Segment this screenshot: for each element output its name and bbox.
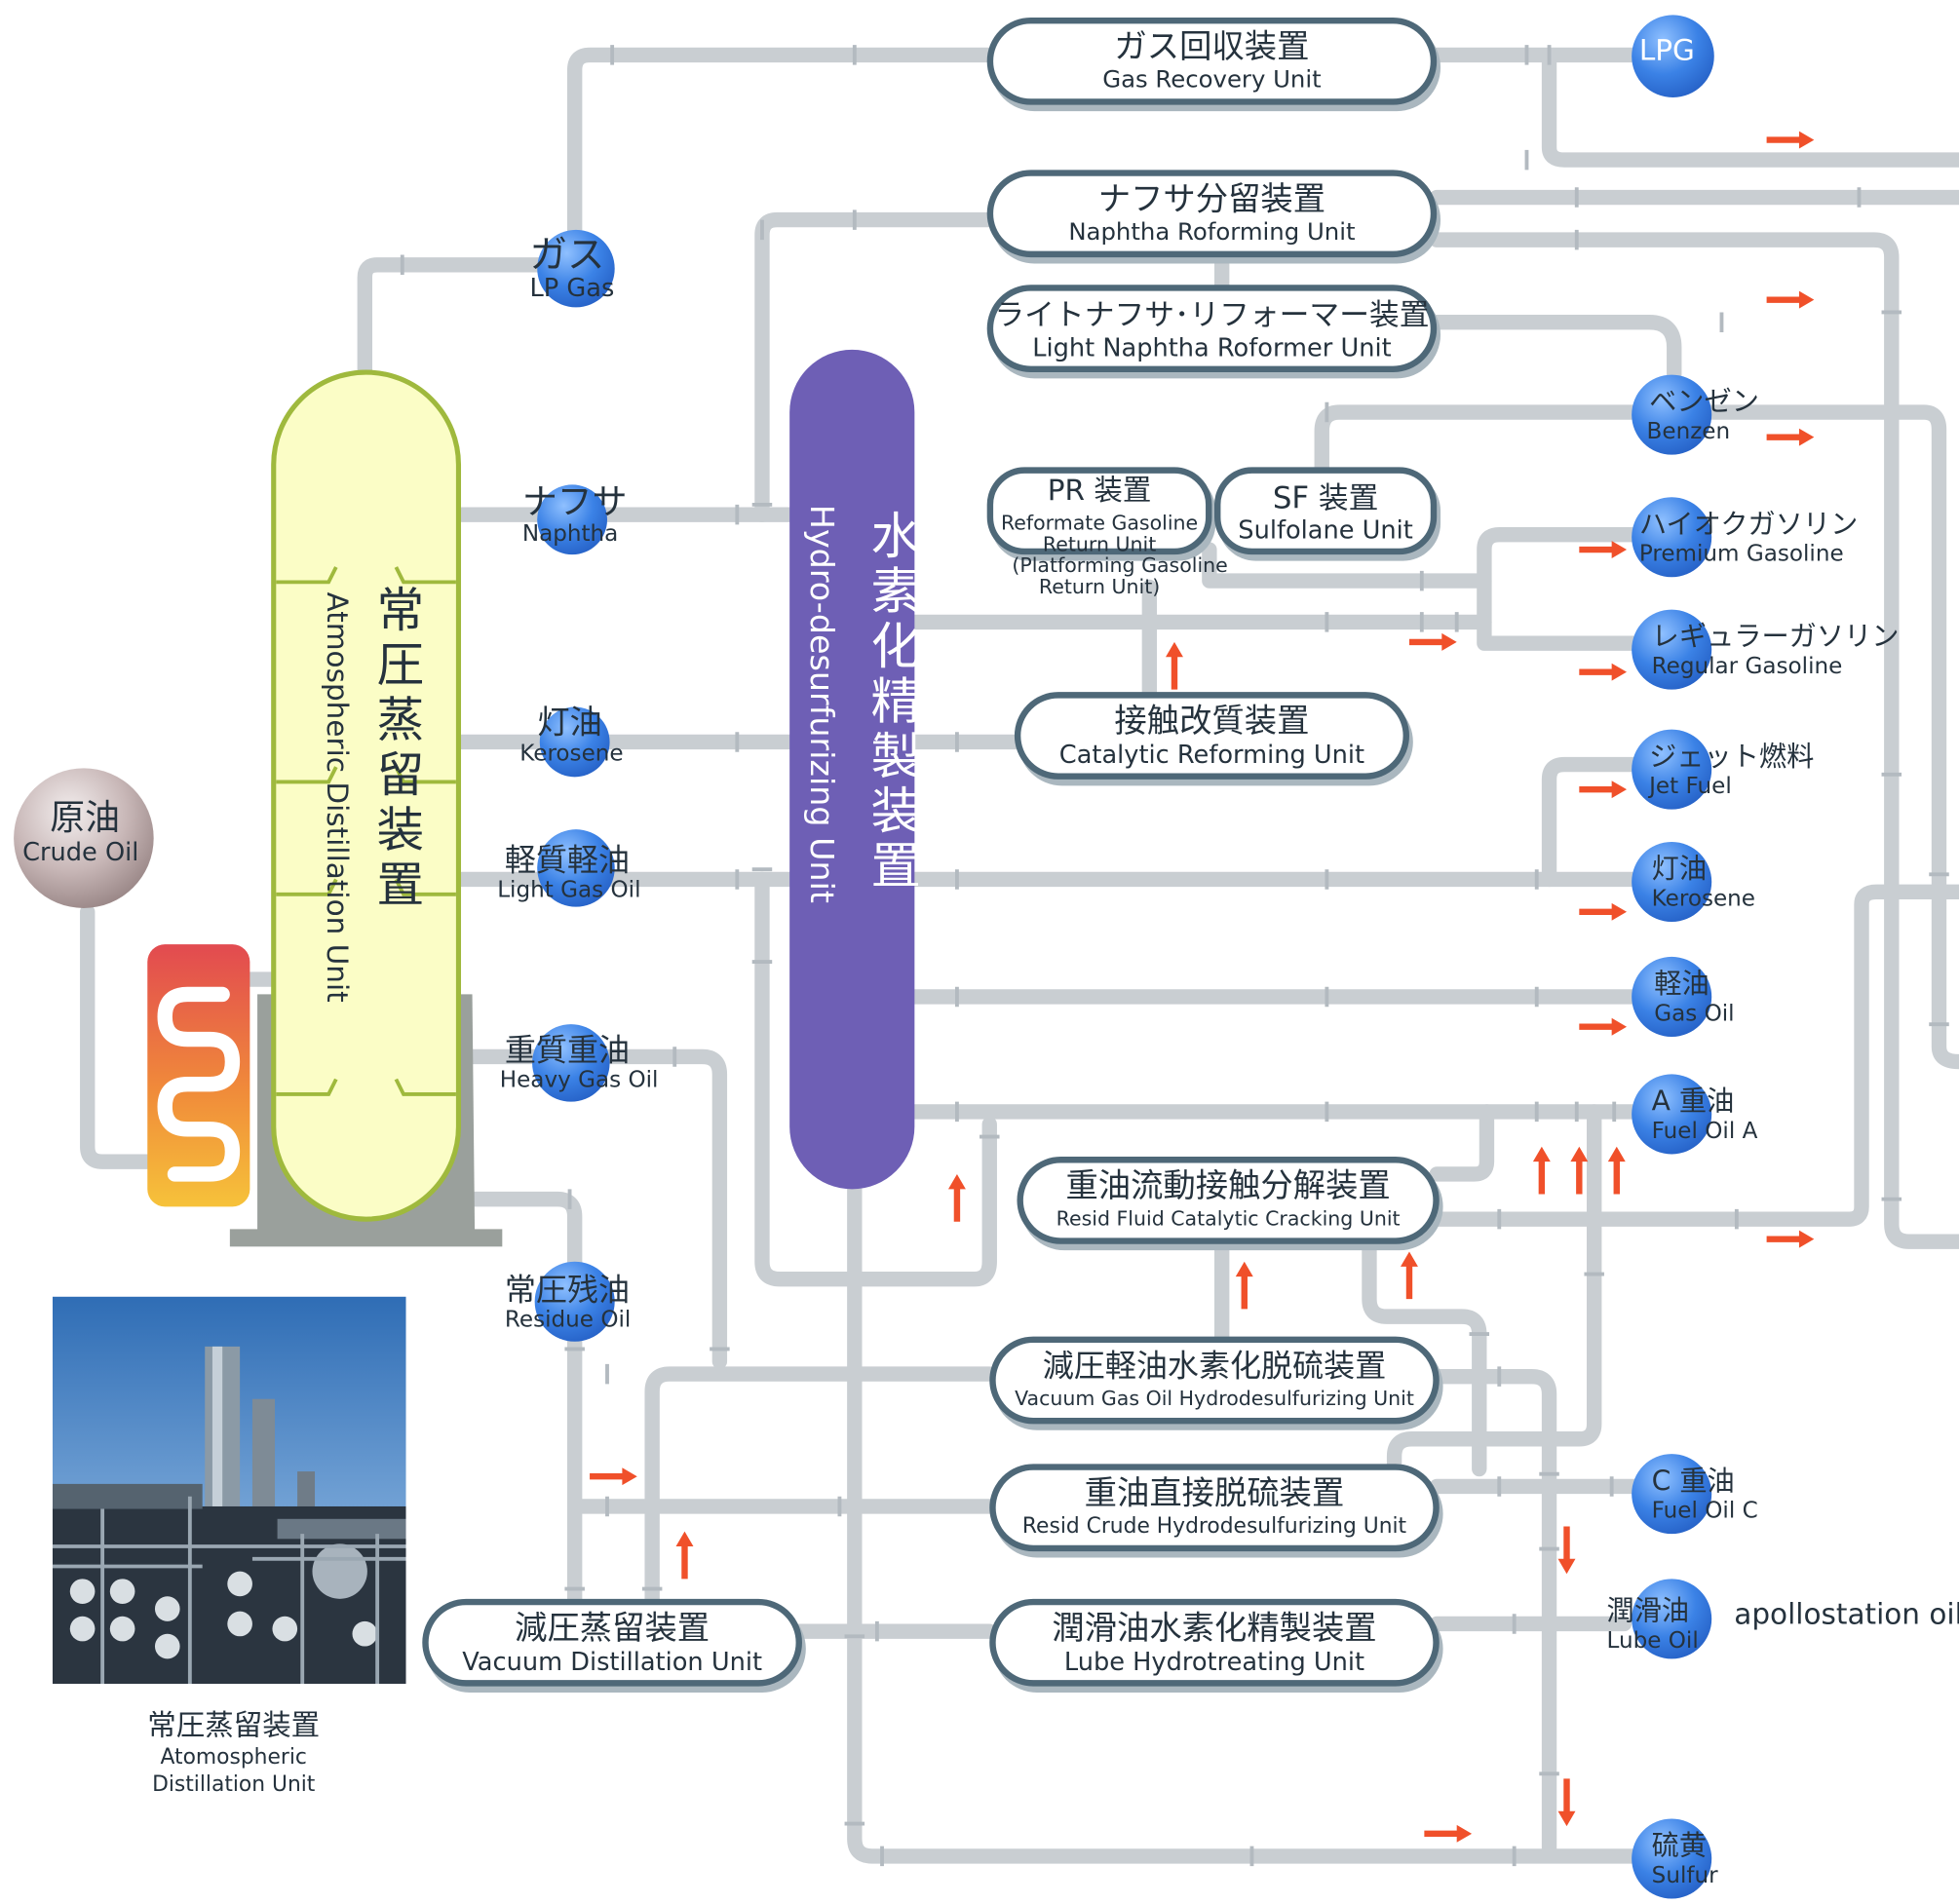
kerosene-product-node (1632, 842, 1712, 923)
fuel-oil-c-node (1632, 1454, 1712, 1535)
premium-gasoline-label: ハイオクガソリン Premium Gasoline (1638, 510, 1859, 567)
arrow-right-icon (1766, 131, 1815, 149)
fuel-oil-c-label: C 重油 Fuel Oil C (1651, 1466, 1758, 1524)
hydro-desulfurizing-unit (789, 349, 915, 1190)
fuel-oil-a-node (1632, 1074, 1712, 1155)
gas-oil-node (1632, 956, 1712, 1037)
kerosene-side-node (539, 706, 610, 778)
jet-fuel-label: ジェット燃料 Jet Fuel (1649, 742, 1815, 800)
heavy-gas-oil-node (532, 1024, 610, 1102)
atmospheric-column-title: 常圧蒸留装置 (368, 584, 424, 915)
light-gas-oil-label: 軽質軽油 Light Gas Oil (497, 842, 641, 903)
jet-fuel-node (1632, 729, 1712, 810)
kerosene-product-label: 灯油 Kerosene (1651, 854, 1755, 912)
heavy-gas-oil-label: 重質重油 Heavy Gas Oil (499, 1031, 659, 1093)
vacuum-distillation-unit: 減圧蒸留装置 Vacuum Distillation Unit (422, 1598, 802, 1687)
fuel-oil-a-label: A 重油 Fuel Oil A (1651, 1086, 1758, 1145)
arrow-right-icon (1579, 1017, 1628, 1036)
naphtha-label: ナフサ Naphtha (521, 480, 628, 548)
lube-oil-node (1632, 1579, 1712, 1659)
gas-recovery-unit: ガス回収装置 Gas Recovery Unit (986, 17, 1438, 105)
catalytic-reforming-unit: 接触改質装置 Catalytic Reforming Unit (1014, 692, 1409, 780)
gas-oil-label: 軽油 Gas Oil (1654, 969, 1735, 1027)
premium-gasoline-node (1632, 497, 1712, 578)
arrow-right-icon (1579, 781, 1628, 799)
hydro-unit-subtitle: Hydro-desurfurizing Unit (801, 504, 840, 903)
naphtha-node (537, 484, 608, 555)
residue-node (534, 1261, 615, 1342)
light-naphtha-reformer-unit: ライトナフサ･リフォーマー装置 Light Naphtha Roformer U… (986, 285, 1438, 373)
crude-oil-label: 原油 Crude Oil (22, 796, 139, 867)
arrow-right-icon (1766, 290, 1815, 309)
lpg-label: LPG (1638, 34, 1695, 68)
benzen-node (1632, 374, 1712, 455)
brand-text: apollostation oil (1734, 1598, 1959, 1632)
arrow-up-icon (947, 1173, 966, 1222)
benzen-label: ベンゼン Benzen (1646, 387, 1759, 445)
arrow-down-icon (1557, 1526, 1576, 1575)
arrow-right-icon (1579, 902, 1628, 921)
photo-caption: 常圧蒸留装置 Atomospheric Distillation Unit (147, 1709, 321, 1798)
crude-oil-node (14, 768, 154, 908)
arrow-right-icon (590, 1467, 637, 1486)
arrow-right-icon (1766, 428, 1815, 446)
lpg-node (1632, 15, 1714, 97)
lube-hydrotreating-unit: 潤滑油水素化精製装置 Lube Hydrotreating Unit (989, 1598, 1440, 1687)
regular-gasoline-label: レギュラーガソリン Regular Gasoline (1651, 622, 1900, 680)
lube-oil-label: 潤滑油 Lube Oil (1606, 1596, 1699, 1655)
arrow-down-icon (1557, 1778, 1576, 1827)
arrow-up-icon (1401, 1251, 1418, 1300)
gas-node (537, 229, 615, 308)
resid-hds-unit: 重油直接脱硫装置 Resid Crude Hydrodesulfurizing … (989, 1464, 1440, 1552)
arrow-right-icon (1766, 1230, 1815, 1248)
arrow-right-icon (1424, 1824, 1473, 1843)
pr-unit-description: Reformate Gasoline Return Unit (Platform… (1000, 511, 1228, 599)
light-gas-oil-node (537, 829, 615, 907)
arrow-up-icon (1235, 1261, 1253, 1310)
rfcc-unit: 重油流動接触分解装置 Resid Fluid Catalytic Crackin… (1017, 1157, 1440, 1244)
arrow-up-icon (1166, 641, 1183, 690)
kerosene-side-label: 灯油 Kerosene (519, 704, 624, 768)
distillation-unit-photo (52, 1296, 406, 1685)
naphtha-reforming-unit: ナフサ分留装置 Naphtha Roforming Unit (986, 170, 1438, 258)
arrow-right-icon (1579, 541, 1628, 559)
sulfur-label: 硫黄 Sulfur (1651, 1831, 1718, 1889)
pr-unit: PR 装置 (986, 467, 1212, 555)
gas-label: ガス LP Gas (529, 233, 615, 303)
hydro-unit-title: 水素化精製装置 (862, 510, 920, 895)
sulfur-node (1632, 1818, 1712, 1899)
sf-unit: SF 装置 Sulfolane Unit (1214, 467, 1438, 555)
residue-label: 常圧残油 Residue Oil (504, 1271, 632, 1333)
arrow-up-icon (1532, 1146, 1551, 1195)
arrow-up-icon (675, 1531, 694, 1580)
arrow-right-icon (1579, 663, 1628, 681)
arrow-up-icon (1607, 1146, 1626, 1195)
vgo-hds-unit: 減圧軽油水素化脱硫装置 Vacuum Gas Oil Hydrodesulfur… (989, 1336, 1440, 1425)
arrow-right-icon (1408, 632, 1457, 651)
atmospheric-column (271, 369, 462, 1222)
atmospheric-column-subtitle: Atmospheric Distillation Unit (320, 591, 353, 1003)
arrow-up-icon (1570, 1146, 1589, 1195)
regular-gasoline-node (1632, 609, 1712, 690)
